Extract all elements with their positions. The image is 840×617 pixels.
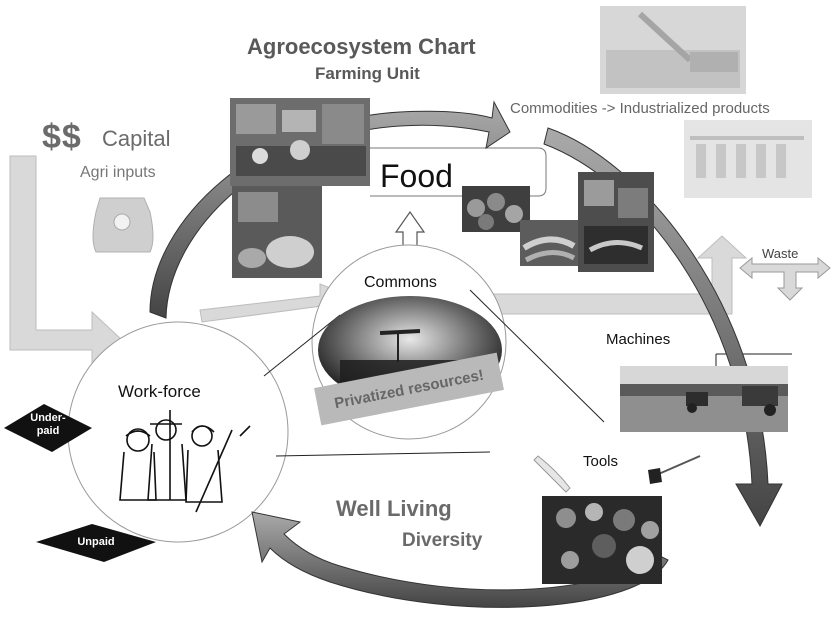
unpaid-label: Unpaid (77, 536, 115, 548)
produce-photo (578, 172, 654, 272)
underpaid-label: Under- paid (30, 412, 66, 437)
banana-photo (520, 220, 578, 266)
cooking-photo (542, 496, 662, 584)
tools-label: Tools (583, 453, 619, 470)
industrial-photo-2 (684, 120, 812, 198)
workforce-label: Work-force (118, 382, 201, 401)
waste-label: Waste (762, 246, 799, 261)
chart-subtitle: Farming Unit (315, 64, 420, 83)
diversity-label: Diversity (402, 530, 483, 551)
market-photo (230, 98, 370, 186)
underpaid-badge (4, 404, 92, 452)
sack-icon (92, 197, 154, 253)
capital-sign: $$ (42, 118, 82, 156)
commons-outflow-arrow (481, 235, 748, 315)
vendor-photo (232, 186, 322, 278)
commodities-label: Commodities -> Industrialized products (510, 100, 770, 117)
workforce-circle (67, 321, 289, 543)
unpaid-badge (36, 524, 156, 562)
agri-inputs-label: Agri inputs (80, 164, 156, 181)
machines-label: Machines (606, 331, 671, 348)
pineapple-photo (462, 186, 530, 232)
well-living-label: Well Living (336, 496, 452, 521)
food-box (370, 147, 547, 197)
industrial-photo-1 (600, 6, 746, 94)
chart-title: Agroecosystem Chart (247, 34, 476, 59)
hoe-icon (648, 455, 701, 484)
waste-arrow (739, 256, 831, 301)
machines-photo (620, 366, 788, 432)
machete-icon (533, 455, 571, 493)
commons-label: Commons (364, 274, 437, 291)
capital-inflow-arrow (9, 155, 123, 370)
cycle-arrow-bottom (251, 511, 669, 608)
food-label: Food (380, 158, 453, 194)
capital-label: Capital (102, 126, 171, 151)
workers-icon (119, 410, 251, 513)
